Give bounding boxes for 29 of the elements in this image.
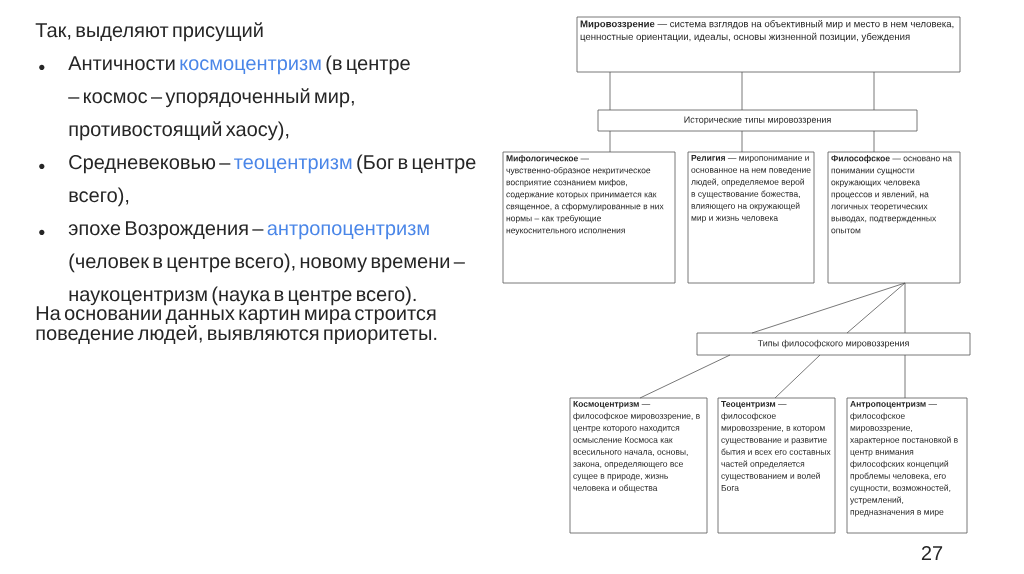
type-box: Теоцентризм — философское мировоззрение, в котором существование и развитие бытия и всех его составных частей определяется существованием и волей Бога: [717, 397, 836, 534]
type-box: Антропоцентризм — философское мировоззрение, характерное постановкой в центр внимания философских концепций проблемы человека, его сущности, возможностей, устремлений, предназначения в мире: [846, 397, 968, 534]
connector-line: [609, 71, 611, 111]
connector-line: [741, 130, 743, 153]
type-box: Философское — основано на понимании сущности окружающих человека процессов и явлений, на логичных теоретических выводах, подтвержденных опытом: [827, 151, 961, 284]
type-box: Религия — миропонимание и основанное на нем поведение людей, определяемое верой в существование божества, влияющего на окружающей мир и жизнь человека: [687, 151, 815, 284]
type-box: Мифологическое — чувственно-образное некритическое восприятие сознанием мифов, содержание которых принимается как священное, а сформулированные в них нормы – как требующие неукоснительного исполнения: [502, 151, 676, 284]
connector-line: [846, 282, 906, 334]
paragraph: На основании данных картин мира строится поведение людей, выявляются приоритеты.: [36, 306, 437, 345]
connector-line: [873, 71, 875, 111]
definition-box: Мировоззрение — система взглядов на объективный мир и место в нем человека, ценностные ориентации, идеалы, основы жизненной позиции, убеждения: [576, 16, 961, 73]
connector-line: [639, 354, 731, 399]
type-box: Космоцентризм — философское мировоззрение, в центре которого находится осмысление Космоса как всесильного начала, основы, закона, определяющего все сущее в природе, жизнь человека и общества: [569, 397, 708, 534]
connector-line: [774, 354, 821, 399]
intro-text: Так, выделяют присущий: [35, 22, 263, 42]
connector-line: [741, 71, 743, 111]
connector-line: [904, 282, 906, 334]
bullet-item: эпохе Возрождения – антропоцентризм (человек в центре всего), новому времени – наукоцентризм (наука в центре всего).: [39, 221, 465, 306]
connector-line: [609, 130, 611, 153]
connector-line: [904, 354, 906, 399]
category-band: Исторические типы мировоззрения: [597, 109, 918, 132]
category-band: Типы философского мировоззрения: [696, 332, 971, 356]
label: теоцентризм: [234, 158, 352, 174]
label: (Бог в центре: [357, 154, 476, 174]
bullet-item: Античности космоцентризм (в центре – космос – упорядоченный мир, противостоящий хаосу),: [39, 55, 410, 141]
label: всего),: [69, 187, 129, 207]
connector-line: [751, 282, 906, 334]
connector-line: [873, 130, 875, 153]
label: Средневековью –: [69, 155, 231, 174]
